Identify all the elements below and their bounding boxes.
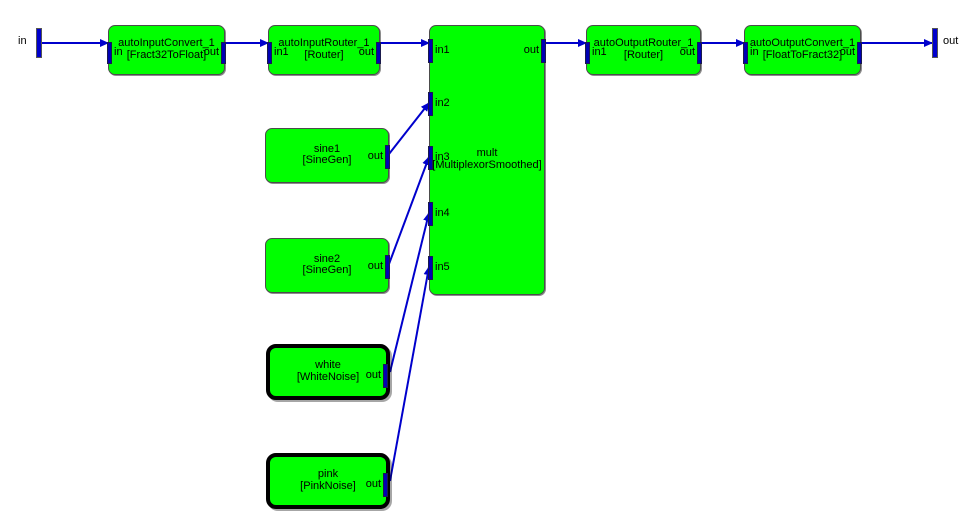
block-name-pink: pink [317,468,339,481]
block-labels-pink: pink[PinkNoise] [270,468,386,493]
port-label-autoOutputConvert-out: out [839,46,855,58]
port-autoOutputRouter-out[interactable] [697,42,702,64]
block-type-white: [WhiteNoise] [296,371,360,383]
port-label-sine2-out: out [367,260,383,272]
block-labels-autoOutputRouter: autoOutputRouter_1[Router] [587,37,700,62]
port-label-autoOutputRouter-out: out [679,46,695,58]
block-pink[interactable]: pink[PinkNoise]out [266,453,390,509]
block-type-autoInputConvert: [Fract32ToFloat] [126,49,207,61]
block-labels-autoInputRouter: autoInputRouter_1[Router] [269,37,379,62]
terminal-out[interactable] [932,28,938,58]
port-label-sine1-out: out [367,150,383,162]
block-name-autoOutputRouter: autoOutputRouter_1 [593,37,694,50]
port-label-autoOutputRouter-in1: in1 [592,46,607,58]
block-type-pink: [PinkNoise] [300,480,356,492]
port-mult-out[interactable] [541,39,546,63]
block-name-autoInputConvert: autoInputConvert_1 [118,37,215,50]
port-autoOutputConvert-out[interactable] [857,42,862,64]
terminal-in[interactable] [36,28,42,58]
port-label-autoInputRouter-out: out [358,46,374,58]
port-label-autoInputConvert-in: in [114,46,123,58]
block-type-autoOutputRouter: [Router] [623,49,664,61]
port-autoInputConvert-out[interactable] [221,42,226,64]
block-name-mult: mult [476,147,498,160]
block-labels-white: white[WhiteNoise] [270,359,386,384]
port-autoOutputConvert-in[interactable] [743,42,748,64]
block-labels-mult: mult[MultiplexorSmoothed] [430,147,544,172]
port-label-mult-out: out [523,44,539,56]
wire-pink-to-mult-in5[interactable] [389,266,432,482]
block-name-sine1: sine1 [313,142,341,155]
block-name-autoOutputConvert: autoOutputConvert_1 [749,37,856,50]
port-label-autoInputRouter-in1: in1 [274,46,289,58]
port-pink-out[interactable] [383,473,388,497]
block-mult[interactable]: mult[MultiplexorSmoothed] in1 in2 in3 in4 in5… [428,25,546,295]
port-mult-in3[interactable] [428,146,433,170]
wire-sine2-to-mult-in3[interactable] [388,156,430,265]
port-label-mult-in5: in5 [435,261,450,273]
block-labels-sine1: sine1[SineGen] [266,142,388,168]
port-label-mult-in4: in4 [435,207,450,219]
port-autoInputConvert-in[interactable] [107,42,112,64]
block-type-autoOutputConvert: [FloatToFract32] [762,49,843,61]
block-white[interactable]: white[WhiteNoise]out [266,344,390,400]
block-labels-autoInputConvert: autoInputConvert_1[Fract32ToFloat] [109,37,224,62]
port-label-mult-in3: in3 [435,151,450,163]
port-sine1-out[interactable] [385,145,390,169]
port-mult-in2[interactable] [428,92,433,116]
port-autoOutputRouter-in1[interactable] [585,42,590,64]
block-autoInputConvert[interactable]: autoInputConvert_1[Fract32ToFloat]in out [107,25,226,75]
terminal-label-in: in [18,35,27,47]
port-label-mult-in1: in1 [435,44,450,56]
block-name-sine2: sine2 [313,252,341,265]
block-autoOutputConvert[interactable]: autoOutputConvert_1[FloatToFract32]in out [743,25,862,75]
port-label-mult-in2: in2 [435,97,450,109]
port-label-autoInputConvert-out: out [203,46,219,58]
port-white-out[interactable] [383,364,388,388]
terminal-label-out: out [943,35,959,47]
port-mult-in5[interactable] [428,256,433,280]
port-label-white-out: out [365,369,381,381]
port-label-autoOutputConvert-in: in [750,46,759,58]
wire-white-to-mult-in4[interactable] [389,212,431,373]
block-type-mult: [MultiplexorSmoothed] [432,159,542,171]
block-labels-autoOutputConvert: autoOutputConvert_1[FloatToFract32] [745,37,860,62]
block-name-autoInputRouter: autoInputRouter_1 [278,37,370,50]
port-mult-in1[interactable] [428,39,433,63]
connections [42,39,933,482]
block-sine1[interactable]: sine1[SineGen]out [265,128,390,183]
port-label-pink-out: out [365,478,381,490]
block-type-autoInputRouter: [Router] [304,49,344,61]
block-type-sine1: [SineGen] [302,154,352,167]
block-labels-sine2: sine2[SineGen] [266,252,388,278]
block-type-sine2: [SineGen] [302,264,352,277]
port-autoInputRouter-in1[interactable] [267,42,272,64]
block-sine2[interactable]: sine2[SineGen]out [265,238,390,293]
port-sine2-out[interactable] [385,255,390,279]
port-mult-in4[interactable] [428,202,433,226]
wire-sine1-to-mult-in2[interactable] [388,102,430,155]
port-autoInputRouter-out[interactable] [376,42,381,64]
block-name-white: white [315,359,341,372]
